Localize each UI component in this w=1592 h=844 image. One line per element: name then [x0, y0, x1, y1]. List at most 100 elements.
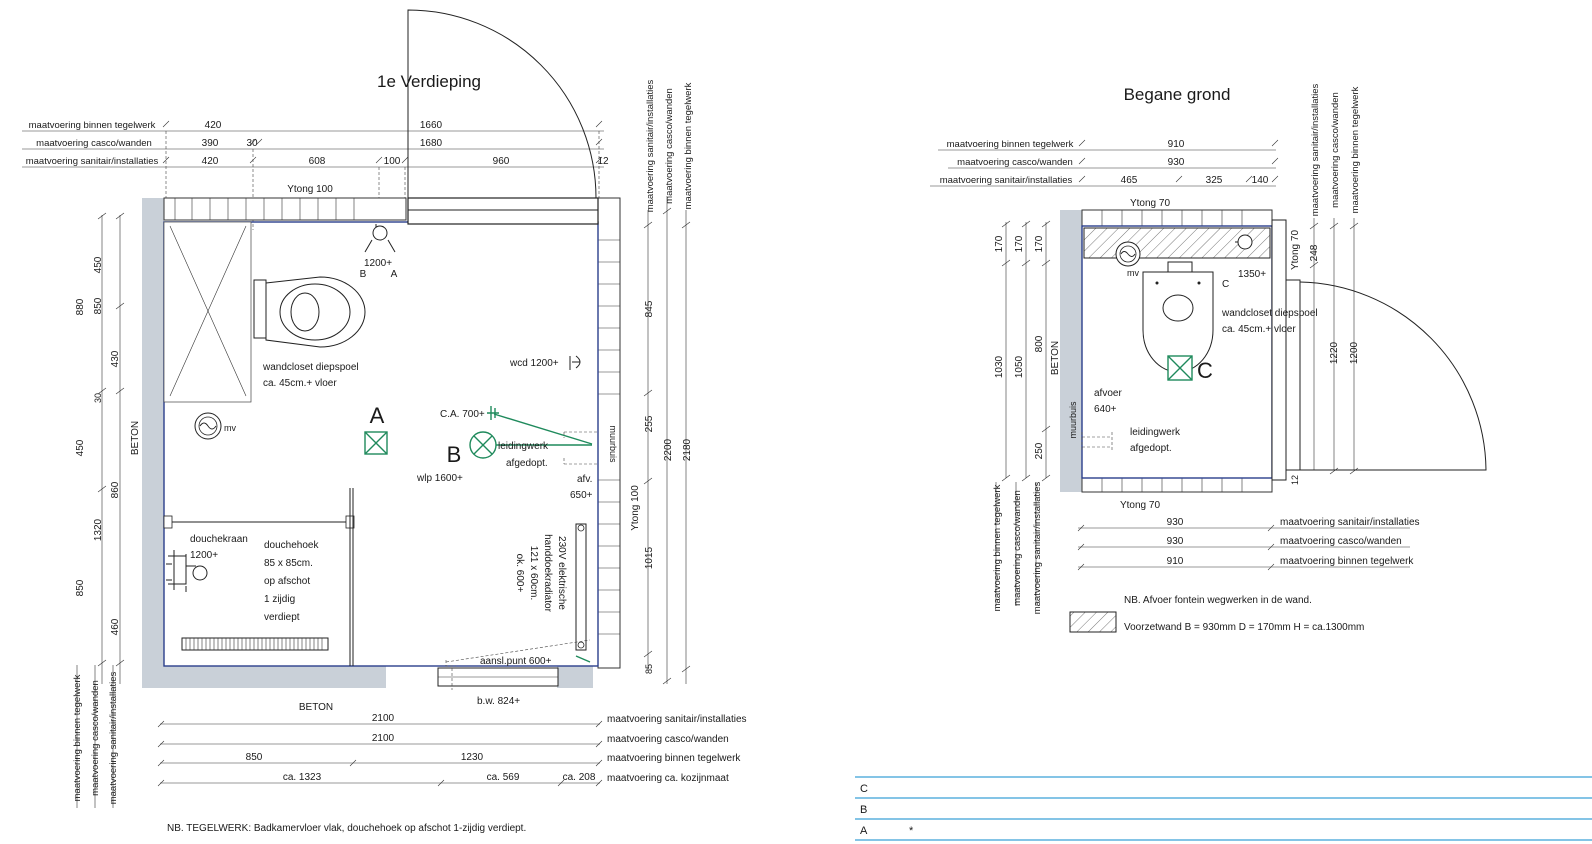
revision-letter: C — [860, 783, 868, 795]
dim-label: maatvoering sanitair/installaties — [108, 671, 119, 804]
revision-block: C B A * — [855, 776, 1592, 841]
dim-value: 250 — [1034, 442, 1045, 459]
socket-label: wcd 1200+ — [509, 358, 559, 369]
dim-value: 12 — [1290, 475, 1300, 485]
muurbuis-label: muurbuis — [1068, 401, 1078, 439]
ground-note: NB. Afvoer fontein wegwerken in de wand. — [1124, 595, 1312, 606]
beton-label: BETON — [1050, 341, 1061, 375]
shower-label: verdiept — [264, 612, 300, 623]
ytong-label: Ytong 100 — [630, 485, 641, 531]
floor1-dim-bottom: 2100 2100 850 1230 ca. 1323 ca. 569 ca. … — [157, 713, 747, 787]
dim-value: 460 — [110, 618, 121, 635]
toilet-icon — [1142, 261, 1214, 373]
toilet-label: wandcloset diepspoel — [262, 362, 359, 373]
dim-value: 170 — [1014, 235, 1025, 252]
piping-label: leidingwerk — [1130, 427, 1181, 438]
piping-label: afgedopt. — [506, 458, 548, 469]
muurbuis-label: muurbuis — [608, 425, 618, 463]
dim-value: 450 — [93, 256, 104, 273]
socket-icon — [569, 355, 581, 370]
dim-value: 1230 — [461, 752, 484, 763]
ground-icon — [487, 406, 499, 420]
c-label: C — [1222, 279, 1229, 290]
floor1-walls: BETON BETON Ytong 100 Ytong 100 — [130, 9, 641, 713]
shower-label: 1 zijdig — [264, 594, 295, 605]
dim-value: 2100 — [372, 713, 395, 724]
dim-value: 2100 — [372, 733, 395, 744]
dim-value: 1050 — [1014, 355, 1025, 378]
dim-value: 850 — [246, 752, 263, 763]
dim-value: 430 — [110, 350, 121, 367]
floor1-fixtures: 1200+ B A wandcloset diepspoel ca. 45cm.… — [163, 224, 618, 707]
ground-walls: BETON Ytong 70 Ytong 70 — [1050, 198, 1487, 511]
dim-label: maatvoering sanitair/installaties — [940, 175, 1073, 186]
dim-value: 100 — [384, 156, 401, 167]
ground-dim-bottom: 930 930 910 maatvoering sanitair/install… — [1077, 517, 1420, 571]
floor1-plan: 1e Verdieping maatvoering binnen tegelwe… — [22, 9, 747, 834]
ca-label: C.A. 700+ — [440, 409, 485, 420]
dim-label: maatvoering binnen tegelwerk — [992, 484, 1003, 611]
dim-value: 860 — [110, 481, 121, 498]
beton-wall-bottom — [142, 666, 386, 688]
marker-a: A — [370, 403, 385, 428]
radiator-label: ok. 600+ — [514, 554, 525, 593]
floor1-dim-top: maatvoering binnen tegelwerk maatvoering… — [22, 120, 609, 230]
dim-value: ca. 208 — [563, 772, 596, 783]
dim-label: maatvoering casco/wanden — [36, 138, 152, 149]
dim-label: maatvoering binnen tegelwerk — [1350, 86, 1361, 213]
dim-value: 608 — [309, 156, 326, 167]
toilet-label: ca. 45cm.+ vloer — [1222, 324, 1296, 335]
afvoer-label: 640+ — [1094, 404, 1117, 415]
drain-icon — [1167, 355, 1193, 381]
washbasin-icon — [469, 431, 497, 459]
toilet-label: ca. 45cm.+ vloer — [263, 378, 337, 389]
dim-label: maatvoering binnen tegelwerk — [683, 82, 694, 209]
ytong-label: Ytong 70 — [1290, 230, 1301, 270]
dim-value: 30 — [93, 393, 103, 403]
dim-value: 1015 — [644, 546, 655, 569]
dim-value: 85 — [644, 664, 654, 674]
ground-dim-top: maatvoering binnen tegelwerk maatvoering… — [930, 139, 1279, 187]
dim-value: 255 — [644, 415, 655, 432]
tap-icon — [1235, 234, 1253, 250]
shower-tap-label: douchekraan — [190, 534, 248, 545]
ventilation-icon — [1115, 241, 1141, 267]
ground-title: Begane grond — [1124, 85, 1231, 104]
dim-label: maatvoering sanitair/installaties — [26, 156, 159, 167]
dim-value: 930 — [1168, 157, 1185, 168]
dim-label: maatvoering casco/wanden — [90, 680, 101, 796]
dim-value: 420 — [205, 120, 222, 131]
svg-text:A: A — [391, 269, 398, 280]
dim-value: 420 — [202, 156, 219, 167]
beton-label: BETON — [299, 702, 333, 713]
dim-label: maatvoering binnen tegelwerk — [29, 120, 156, 131]
dim-value: 390 — [202, 138, 219, 149]
shower-tap-label: 1200+ — [190, 550, 218, 561]
dim-value: 960 — [493, 156, 510, 167]
ytong-label: Ytong 70 — [1120, 500, 1160, 511]
dim-value: 1320 — [93, 518, 104, 541]
dim-label: maatvoering casco/wanden — [1330, 92, 1341, 208]
floor1-dim-left: 880 450 850 450 850 430 30 860 1320 460 … — [72, 212, 125, 808]
ytong-label: Ytong 70 — [1130, 198, 1170, 209]
beton-label: BETON — [130, 421, 141, 455]
radiator-icon — [575, 523, 591, 663]
dim-value: 325 — [1206, 175, 1223, 186]
dim-value: 1200 — [1349, 341, 1360, 364]
ground-fixtures: mv C 1350+ wandcloset diepspoel ca. 45cm… — [1068, 234, 1318, 454]
svg-text:1200+: 1200+ — [364, 258, 392, 269]
dim-label: maatvoering sanitair/installaties — [1032, 481, 1043, 614]
shower-label: op afschot — [264, 576, 310, 587]
toilet-icon — [253, 276, 366, 348]
radiator-label: handdoekradiator — [542, 534, 553, 613]
shower-tap-icon — [166, 550, 208, 592]
dim-value: 800 — [1034, 335, 1045, 352]
dim-value: 910 — [1168, 139, 1185, 150]
ground-dim-left: 170 1030 170 1050 170 800 250 maatvoerin… — [992, 220, 1051, 614]
dim-value: ca. 1323 — [283, 772, 322, 783]
dim-label: maatvoering binnen tegelwerk — [947, 139, 1074, 150]
ground-plan: Begane grond maatvoering binnen tegelwer… — [930, 83, 1487, 633]
floor1-dim-right: maatvoering sanitair/installaties maatvo… — [643, 79, 694, 685]
toilet-label: wandcloset diepspoel — [1221, 308, 1318, 319]
